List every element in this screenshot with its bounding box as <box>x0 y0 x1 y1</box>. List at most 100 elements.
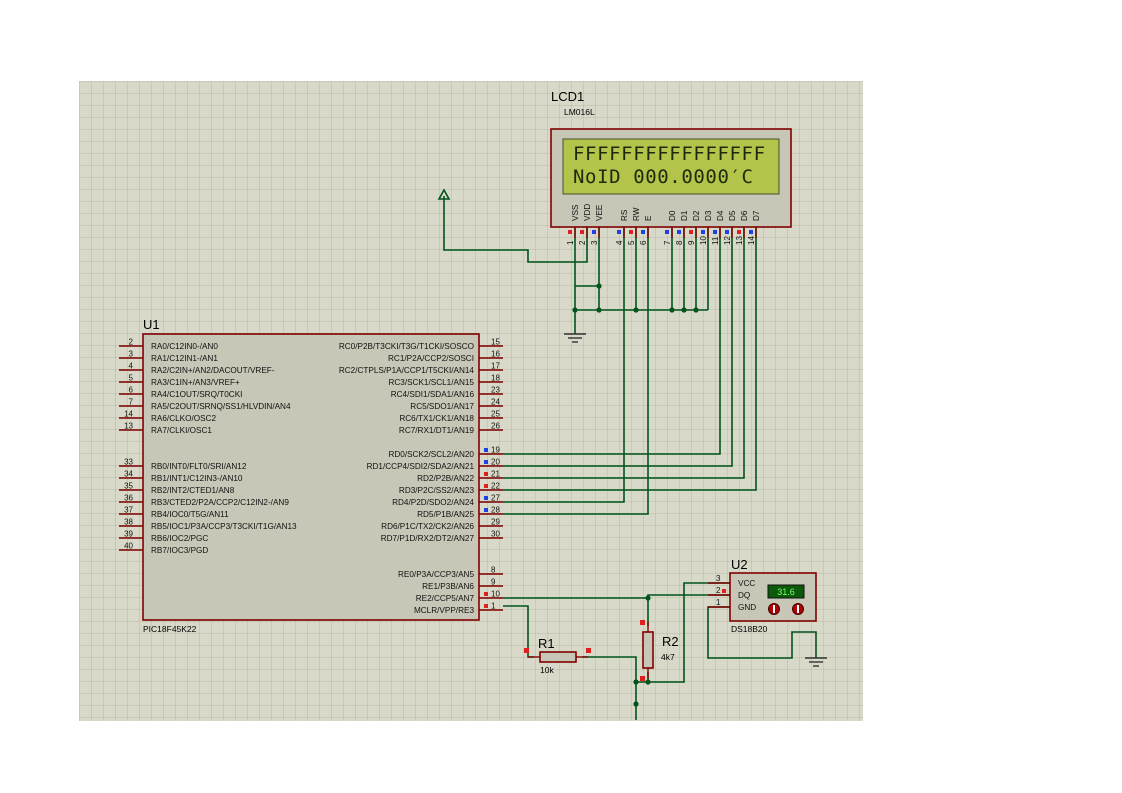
u2-pin-dq[interactable]: 2DQ <box>708 586 750 600</box>
mcu-pin-label: RC2/CTPLS/P1A/CCP1/T5CKI/AN14 <box>339 366 475 375</box>
mcu-pin-number: 13 <box>124 422 133 431</box>
mcu-pin-number: 38 <box>124 518 133 527</box>
mcu-pin-number: 18 <box>491 374 500 383</box>
power-terminal-icon[interactable] <box>437 188 451 200</box>
u2-pin-label: VCC <box>738 579 755 588</box>
lcd-pin-d1[interactable]: D18 <box>675 210 689 245</box>
wire-vdd-power <box>443 196 588 263</box>
mcu-pin-13[interactable]: 13 RA7/CLKI/OSC1 <box>119 422 212 436</box>
r2-ref: R2 <box>662 634 679 649</box>
ground-icon[interactable] <box>564 333 586 343</box>
mcu-pin-number: 35 <box>124 482 133 491</box>
lcd-pin-name: D1 <box>680 210 689 221</box>
u2-decrement-button[interactable] <box>768 603 780 615</box>
mcu-pin-number: 37 <box>124 506 133 515</box>
mcu-pin-label: RC5/SDO1/AN17 <box>410 402 474 411</box>
mcu-pin-37[interactable]: 37 RB4/IOC0/T5G/AN11 <box>119 506 229 520</box>
wire-e <box>503 227 649 515</box>
resistor-r2[interactable]: R2 4k7 <box>640 620 679 681</box>
mcu-pin-label: RC0/P2B/T3CKI/T3G/T1CKI/SOSCO <box>339 342 474 351</box>
lcd-pin-d2[interactable]: D29 <box>687 210 701 245</box>
resistor-r1[interactable]: R1 10k <box>524 636 591 675</box>
mcu-pin-number: 1 <box>491 602 496 611</box>
lcd-pin-name: D6 <box>740 210 749 221</box>
u2-pin-number: 2 <box>716 586 721 595</box>
mcu-pin-number: 20 <box>491 458 500 467</box>
mcu-pin-number: 3 <box>129 350 134 359</box>
u2-increment-button[interactable] <box>792 603 804 615</box>
mcu-pin-number: 34 <box>124 470 133 479</box>
mcu-pin-label: RA7/CLKI/OSC1 <box>151 426 212 435</box>
lcd-component[interactable]: LCD1 LM016L FFFFFFFFFFFFFFFF NoID 000.00… <box>550 89 792 245</box>
mcu-pin-label: RB3/CTED2/P2A/CCP2/C12IN2-/AN9 <box>151 498 289 507</box>
lcd-pin-number: 4 <box>615 240 624 245</box>
u2-readout: 31.6 <box>777 587 795 597</box>
lcd-pin-rw[interactable]: RW5 <box>627 207 641 245</box>
lcd-pin-number: 10 <box>699 236 708 245</box>
lcd-pin-name: RS <box>620 209 629 221</box>
wires <box>443 196 817 720</box>
lcd-pin-e[interactable]: E6 <box>639 215 653 245</box>
mcu-pin-label: RA6/CLKO/OSC2 <box>151 414 217 423</box>
ground-icon[interactable] <box>805 657 827 667</box>
lcd-pin-number: 3 <box>590 240 599 245</box>
r1-ref: R1 <box>538 636 555 651</box>
lcd-pin-d0[interactable]: D07 <box>663 210 677 245</box>
mcu-pin-number: 7 <box>129 398 134 407</box>
lcd-pin-rs[interactable]: RS 4 <box>615 209 629 245</box>
wire-vcc <box>636 582 730 683</box>
mcu-pin-label: RB4/IOC0/T5G/AN11 <box>151 510 229 519</box>
lcd-line-1: FFFFFFFFFFFFFFFF <box>573 143 766 165</box>
mcu-pin-label: RD7/P1D/RX2/DT2/AN27 <box>381 534 475 543</box>
lcd-pin-name: VSS <box>571 204 580 221</box>
